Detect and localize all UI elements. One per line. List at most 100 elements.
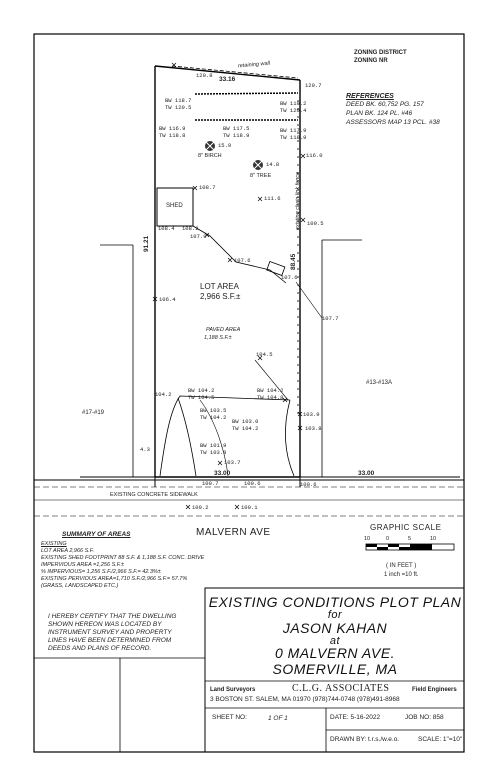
job-number: JOB NO: 858 <box>405 714 444 721</box>
elev-14-8: 14.8 <box>266 161 280 168</box>
cert-line-2: SHOWN HEREON WAS LOCATED BY <box>48 621 162 628</box>
left-abutter-parcel: #17-#19 <box>82 410 105 416</box>
graphic-scale-title: GRAPHIC SCALE <box>370 523 442 532</box>
bw-119-2: BW 119.2 <box>280 100 307 107</box>
grade-line <box>192 225 287 284</box>
bw-104-2b: BW 104.2 <box>257 387 284 394</box>
summary-title: SUMMARY OF AREAS <box>62 531 131 538</box>
plan-title-for: for <box>327 609 343 621</box>
sheet-number-label: SHEET NO: <box>212 714 247 721</box>
paved-area-value: 1,188 S.F.± <box>204 335 232 341</box>
site-address: 0 MALVERN AVE. <box>274 645 396 661</box>
firm-name: C.L.G. ASSOCIATES <box>292 683 390 694</box>
scale-ratio: 1 inch =10 ft. <box>384 572 419 578</box>
tw-103-8: TW 103.8 <box>200 449 227 456</box>
zoning-district-label: ZONING DISTRICT <box>354 50 407 56</box>
elev-108-7: 108.7 <box>199 184 216 191</box>
summary-line-3: IMPERVIOUS AREA =1,256 S.F.± <box>41 562 124 568</box>
scale-tick-0: 0 <box>386 536 390 542</box>
elev-100-2: 100.2 <box>192 504 209 511</box>
birch-label: 8" BIRCH <box>198 153 222 159</box>
right-abutter-parcel: #13-#13A <box>366 380 393 386</box>
street-name: MALVERN AVE <box>196 527 271 538</box>
tw-120-4: TW 120.4 <box>280 107 307 114</box>
title-block-frame <box>204 587 465 753</box>
elev-106-4: 106.4 <box>159 296 176 303</box>
leader-line <box>295 281 323 319</box>
abutter-front-dimension: 33.00 <box>358 470 375 477</box>
bw-104-2a: BW 104.2 <box>188 387 215 394</box>
elev-103-9: 103.9 <box>303 411 320 418</box>
left-lot-dimension: 91.21 <box>143 235 150 252</box>
plan-scale: SCALE: 1"=10" <box>418 736 463 743</box>
elev-103-8: 103.8 <box>305 425 322 432</box>
summary-line-6: (GRASS, LANDSCAPED ETC.) <box>41 583 119 589</box>
front-lot-dimension: 33.00 <box>214 470 231 477</box>
tw-118-9a: TW 118.9 <box>223 132 250 139</box>
sidewalk-label: EXISTING CONCRETE SIDEWALK <box>110 492 198 498</box>
bw-117-9: BW 117.9 <box>280 127 307 134</box>
cert-line-5: DEEDS AND PLANS OF RECORD. <box>48 645 152 652</box>
cert-line-1: I HEREBY CERTIFY THAT THE DWELLING <box>48 613 177 620</box>
plan-title: EXISTING CONDITIONS PLOT PLAN <box>208 594 462 610</box>
lot-area-value: 2,966 S.F.± <box>200 292 241 301</box>
bw-118-7: BW 118.7 <box>165 97 192 104</box>
summary-line-2: EXISTING SHED FOOTPRINT 88 S.F. & 1,188 … <box>41 555 205 561</box>
elev-107-6: 107.6 <box>234 257 251 264</box>
tw-118-9b: TW 118.9 <box>280 134 307 141</box>
client-name: JASON KAHAN <box>282 620 388 636</box>
elev-100-7: 100.7 <box>202 480 219 487</box>
retaining-wall-top <box>171 65 299 79</box>
elev-100-1: 100.1 <box>241 504 258 511</box>
references-title: REFERENCES <box>346 93 394 100</box>
reference-assessors: ASSESSORS MAP 13 PCL. #38 <box>346 119 440 126</box>
shed-label: SHED <box>166 203 183 209</box>
reference-plan: PLAN BK. 124 PL. #46 <box>346 110 413 117</box>
elev-104-2: 104.2 <box>155 391 172 398</box>
tw-120-5: TW 120.5 <box>165 104 192 111</box>
scale-tick-10-right: 10 <box>430 536 437 542</box>
scale-units: ( IN FEET ) <box>386 563 417 569</box>
lot-line-top <box>154 65 301 81</box>
scale-tick-10-left: 10 <box>364 536 371 542</box>
elev-107-9: 107.9 <box>190 233 207 240</box>
firm-left-label: Land Surveyors <box>210 687 256 693</box>
zoning-value: ZONING NR <box>354 58 388 64</box>
bw-103-5: BW 103.5 <box>200 407 227 414</box>
elev-104-5: 104.5 <box>256 351 273 358</box>
drive-edge-inner <box>177 397 197 477</box>
elev-120-8: 120.8 <box>196 72 213 79</box>
reference-deed: DEED BK. 60,752 PG. 157 <box>346 101 424 108</box>
elev-111-6: 111.6 <box>264 195 281 202</box>
elev-107-7: 107.7 <box>322 315 339 322</box>
paved-area-label: PAVED AREA <box>206 327 241 333</box>
bw-116-9: BW 116.9 <box>159 125 186 132</box>
tw-118-8: TW 118.8 <box>159 132 186 139</box>
elev-108-2: 108.2 <box>182 225 199 232</box>
elev-120-7: 120.7 <box>305 82 322 89</box>
bw-101-9: BW 101.9 <box>200 442 227 449</box>
elev-100-6b: 100.6 <box>300 481 317 488</box>
drive-edge-mid <box>199 399 229 477</box>
tree-label: 8" TREE <box>250 173 272 179</box>
tree-symbol <box>252 159 264 171</box>
summary-line-4: % IMPERVIOUS= 1,256 S.F./2,966 S.F.= 42.… <box>41 569 161 575</box>
bw-103-0: BW 103.0 <box>232 418 259 425</box>
elev-103-7: 103.7 <box>224 459 241 466</box>
drive-edge-right <box>285 399 295 477</box>
plan-title-at: at <box>329 635 341 647</box>
graphic-scale-bar <box>365 543 455 551</box>
right-lot-dimension: 88.45 <box>290 253 297 270</box>
lot-area-label: LOT AREA <box>200 282 239 291</box>
scale-tick-5: 5 <box>408 536 412 542</box>
paved-leader <box>254 359 289 401</box>
retaining-wall-1 <box>194 92 299 95</box>
tw-104-5: TW 104.5 <box>188 394 215 401</box>
elev-107-6b: 107.6 <box>281 274 298 281</box>
summary-existing: EXISTING <box>41 541 67 547</box>
site-city: SOMERVILLE, MA <box>272 661 398 677</box>
steps-outline <box>266 260 286 276</box>
cert-line-4: LINES HAVE BEEN DETERMINED FROM <box>48 637 172 644</box>
